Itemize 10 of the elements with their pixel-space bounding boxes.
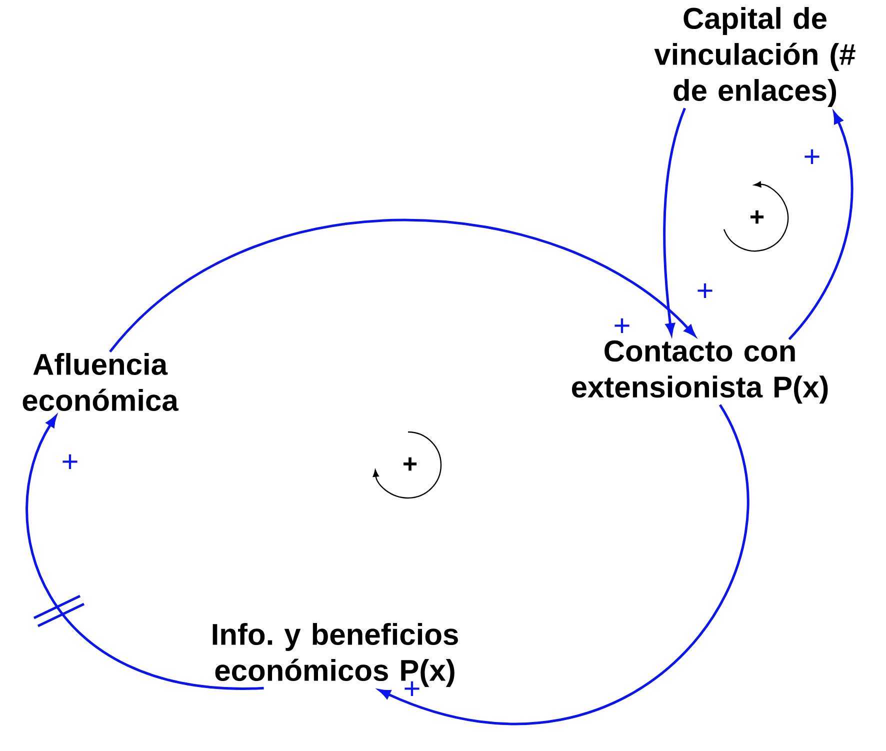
variable-label: Capital de vinculación (# de enlaces) xyxy=(654,7,856,107)
polarity-sign: + xyxy=(62,454,78,470)
polarity-sign: + xyxy=(698,283,712,298)
variable-label: Contacto con extensionista P(x) xyxy=(572,340,828,404)
arrow xyxy=(26,416,264,690)
loop-sign: + xyxy=(750,210,764,224)
variable-label: Afluencia económica xyxy=(22,352,179,412)
polarity-sign: + xyxy=(614,318,630,334)
loop-sign: + xyxy=(404,457,417,471)
arrow xyxy=(109,218,696,353)
